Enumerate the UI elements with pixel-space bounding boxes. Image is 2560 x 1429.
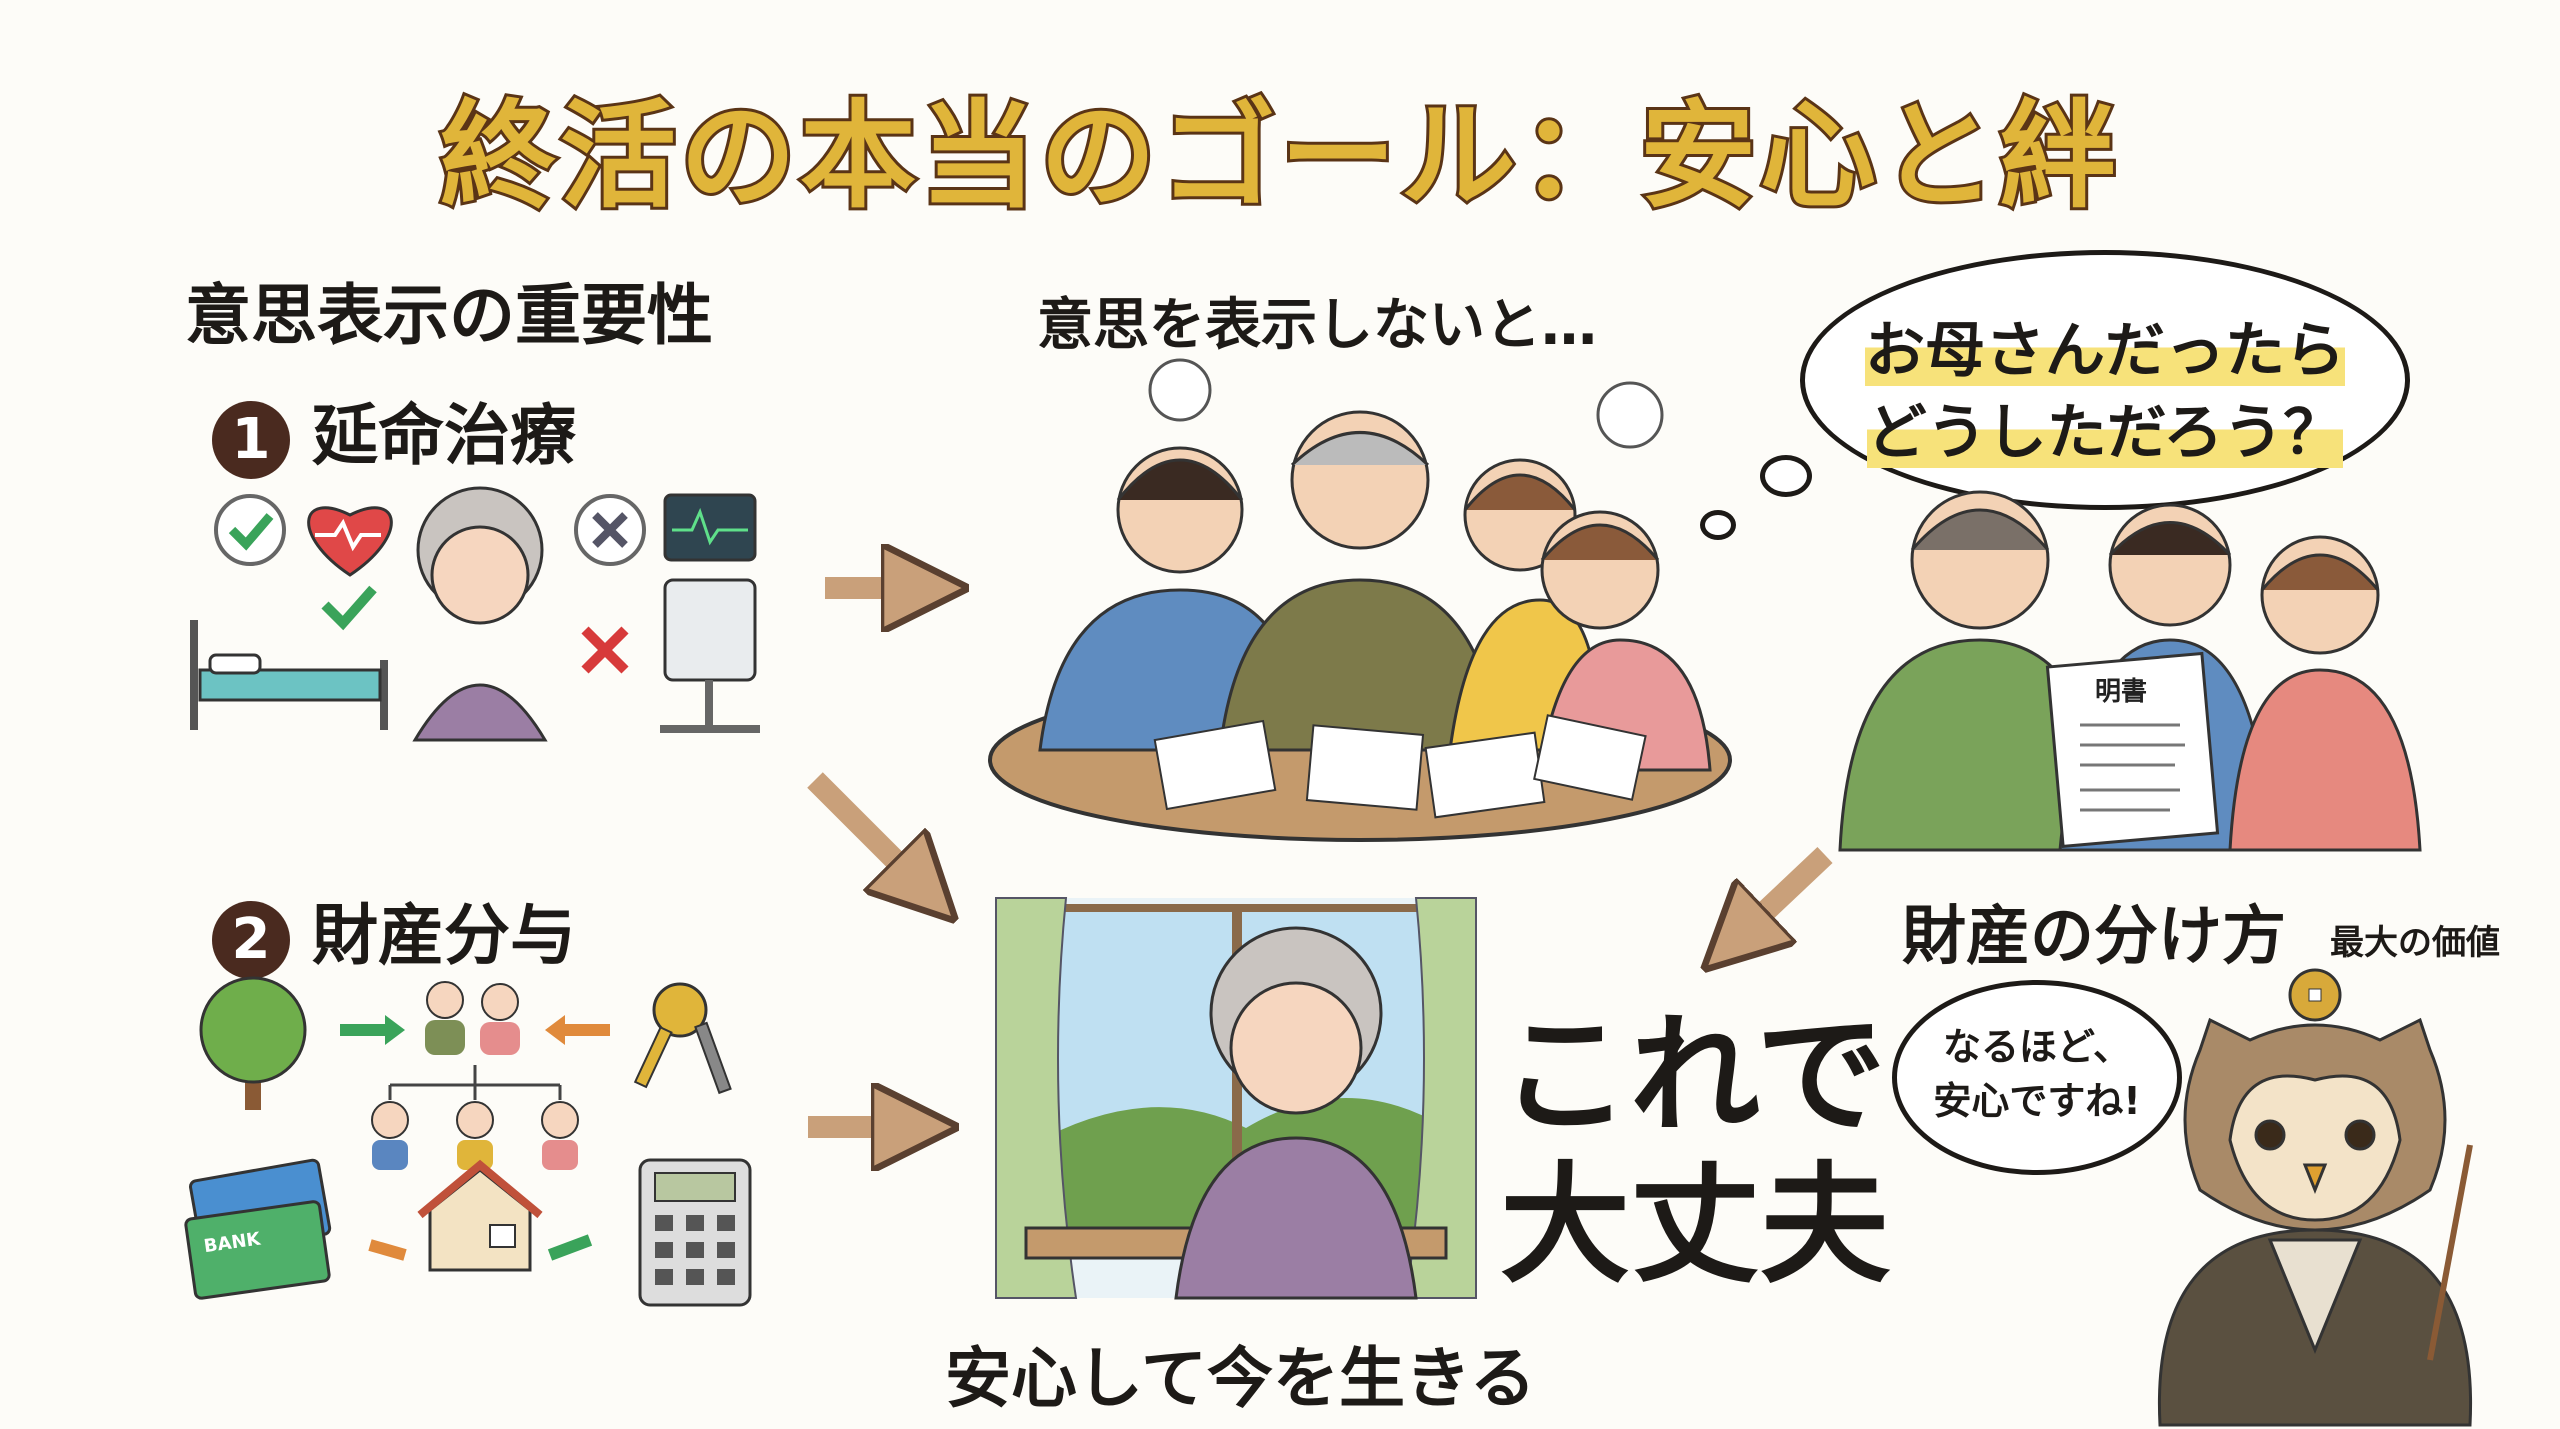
without-intent-heading: 意思を表示しないと… <box>1037 293 1597 358</box>
importance-heading: 意思表示の重要性 <box>185 277 713 354</box>
owl-mascot-icon <box>2157 968 2473 1427</box>
reassured-family-illustration: 明書 <box>1838 490 2422 852</box>
speech-text: なるほど、 安心ですね! <box>1892 1020 2182 1128</box>
arrow-to-conclusion <box>1735 847 1833 940</box>
grandmother-icon <box>412 486 548 742</box>
document-icon <box>2045 651 2220 848</box>
house-icon <box>417 1159 543 1272</box>
thought-dot <box>1700 510 1736 540</box>
life-support-illustration <box>190 486 760 742</box>
cross-icon <box>574 494 646 566</box>
thought-cloud-icon <box>1148 358 1664 449</box>
arrow-icon <box>368 1239 407 1261</box>
asset-method-heading: 財産の分け方 <box>1902 900 2286 974</box>
thought-dot <box>1760 455 1812 497</box>
greatest-value-label: 最大の価値 <box>2330 923 2500 963</box>
document-label: 明書 <box>2095 677 2147 707</box>
arrow-to-peace <box>807 772 925 890</box>
item-label: 財産分与 <box>312 897 576 974</box>
family-tree-lines <box>388 1065 562 1100</box>
documents <box>1153 714 1647 819</box>
speech-line: なるほど、 <box>1942 1025 2132 1069</box>
item-label: 延命治療 <box>312 397 576 474</box>
page-title: 終活の本当のゴール：安心と絆 <box>437 86 2120 227</box>
item-asset-division: 2 財産分与 <box>212 882 576 979</box>
bank-card-icon: BANK <box>184 1158 332 1300</box>
parents-icon <box>425 981 520 1055</box>
number-badge: 2 <box>212 900 290 979</box>
thought-line: どうしただろう？ <box>1866 398 2344 468</box>
curtain <box>995 897 1078 1299</box>
cross-icon <box>581 626 629 674</box>
pointer-stick <box>2427 1144 2473 1361</box>
item-life-support: 1 延命治療 <box>212 382 576 479</box>
check-icon <box>321 585 377 631</box>
speech-bubble <box>1892 980 2182 1175</box>
asset-division-illustration: BANK <box>184 976 752 1307</box>
thought-text: お母さんだったら どうしただろう？ <box>1855 310 2355 474</box>
live-peacefully-caption: 安心して今を生きる <box>945 1340 1536 1417</box>
thought-line: お母さんだったら <box>1865 316 2345 386</box>
children-icon <box>371 1101 579 1170</box>
worried-family-illustration <box>988 358 1732 842</box>
key-icon <box>633 982 732 1095</box>
number-badge: 1 <box>212 400 290 479</box>
calculator-icon <box>638 1158 752 1307</box>
tree-icon <box>199 976 307 1110</box>
arrow-icon <box>547 1234 593 1261</box>
medical-monitor-icon <box>660 493 760 733</box>
conclusion-text: これで 大丈夫 <box>1500 1000 1890 1300</box>
conclusion-line: これで <box>1500 999 1887 1151</box>
bed-icon <box>190 620 388 730</box>
check-icon <box>214 494 286 566</box>
heart-icon <box>307 506 393 577</box>
conclusion-line: 大丈夫 <box>1500 1149 1891 1301</box>
peaceful-grandmother-illustration <box>995 897 1477 1300</box>
speech-line: 安心ですね! <box>1933 1079 2141 1123</box>
